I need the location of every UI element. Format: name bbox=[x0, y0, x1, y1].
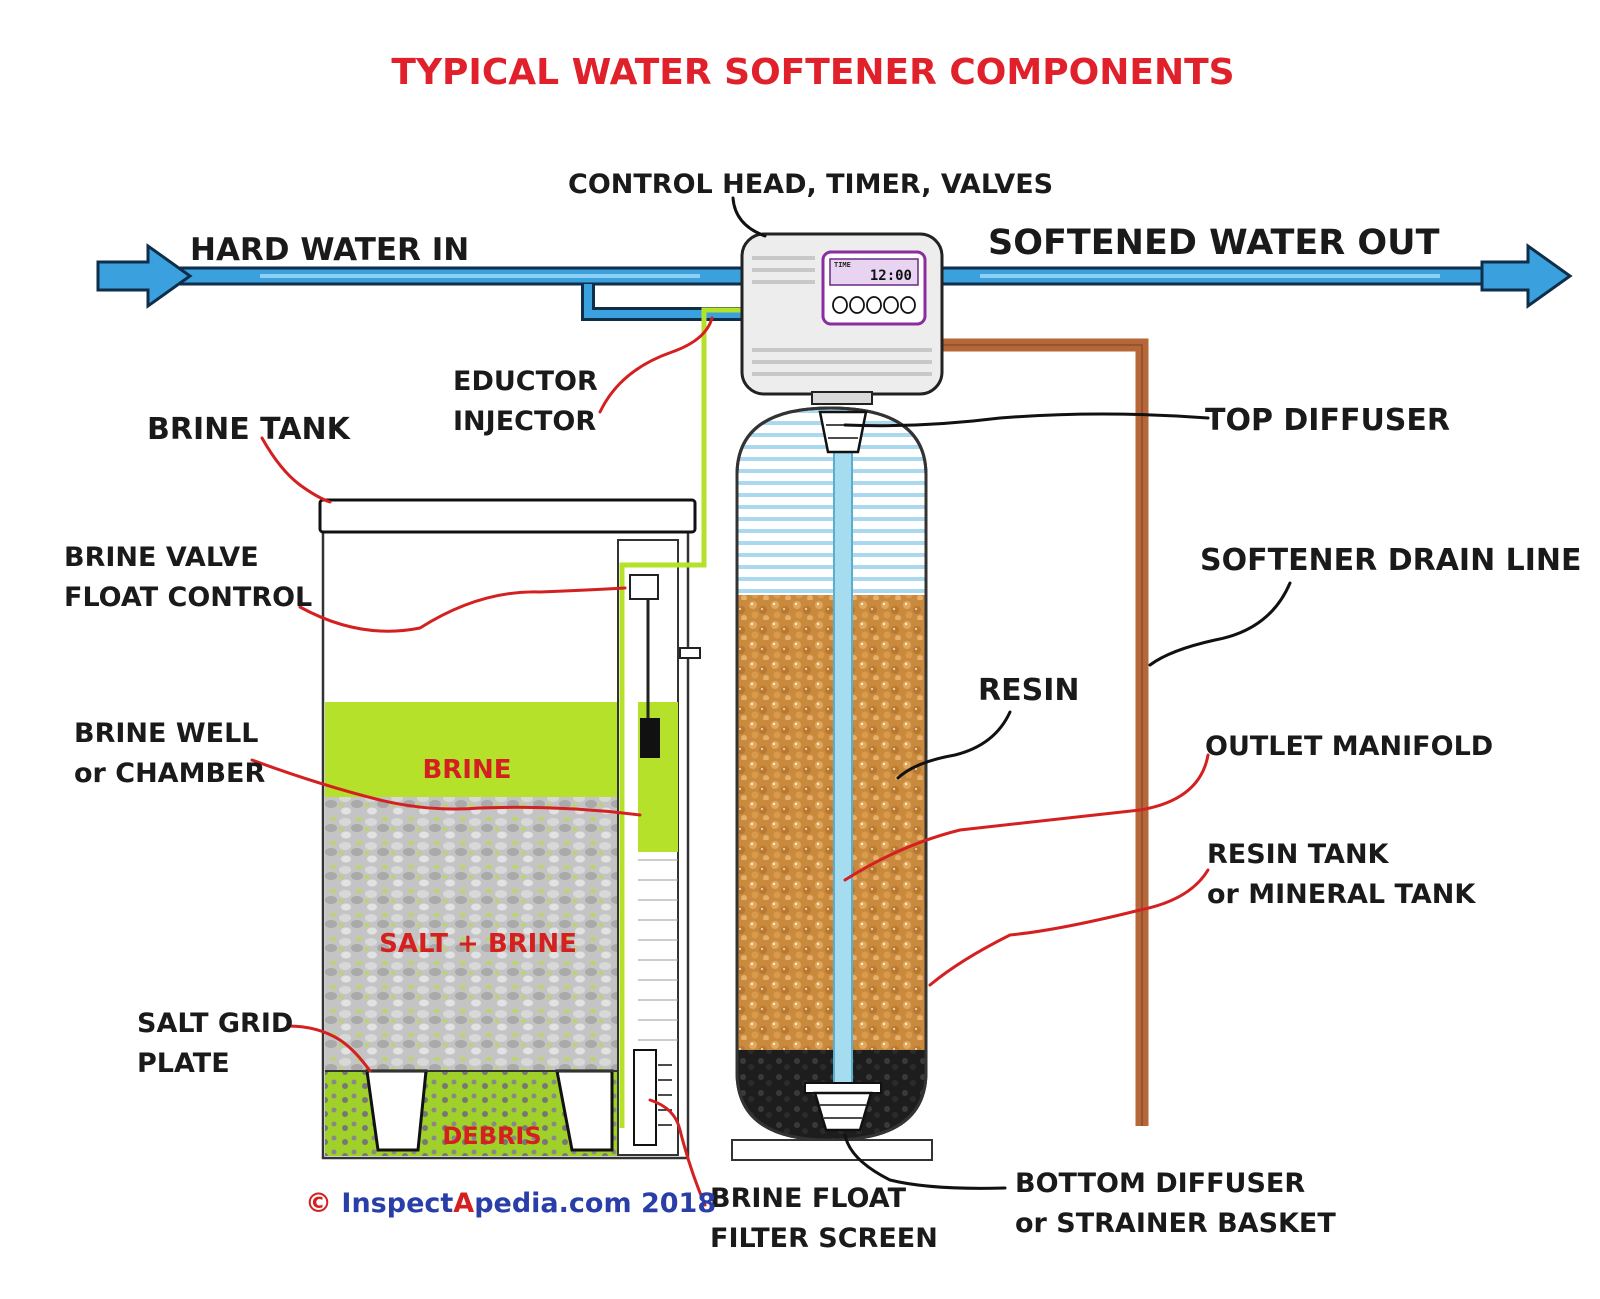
control-head: TIME 12:00 bbox=[740, 232, 944, 405]
label-bottom-diffuser-2: or STRAINER BASKET bbox=[1015, 1208, 1336, 1239]
diagram-title: TYPICAL WATER SOFTENER COMPONENTS bbox=[391, 52, 1234, 93]
label-outlet-manifold: OUTLET MANIFOLD bbox=[1205, 731, 1493, 762]
label-salt-grid-2: PLATE bbox=[137, 1048, 230, 1079]
outlet-manifold-tube bbox=[833, 414, 853, 1084]
filter-screen bbox=[633, 1049, 657, 1146]
leader-brine-tank bbox=[260, 436, 332, 504]
label-bottom-diffuser-1: BOTTOM DIFFUSER bbox=[1015, 1168, 1305, 1199]
leader-outlet-manifold bbox=[843, 753, 1210, 882]
timer-caption: TIME bbox=[834, 261, 851, 269]
leader-top-diffuser bbox=[843, 412, 1210, 428]
label-hard-water-in: HARD WATER IN bbox=[190, 232, 469, 268]
label-brine-tank: BRINE TANK bbox=[147, 412, 352, 447]
softener-drain-line bbox=[940, 338, 1149, 1126]
inlet-arrow-icon bbox=[96, 243, 193, 309]
label-drain-line: SOFTENER DRAIN LINE bbox=[1200, 543, 1582, 578]
timer-button[interactable] bbox=[883, 296, 899, 314]
label-resin: RESIN bbox=[978, 673, 1079, 708]
salt-grid-leg bbox=[365, 1069, 428, 1152]
top-diffuser bbox=[818, 410, 868, 454]
debris-label: DEBRIS bbox=[442, 1122, 541, 1150]
copyright-notice: © InspectApedia.com 2018 bbox=[305, 1188, 716, 1219]
label-brine-well-1: BRINE WELL bbox=[74, 718, 259, 749]
brine-float bbox=[640, 718, 660, 758]
label-salt-grid-1: SALT GRID bbox=[137, 1008, 293, 1039]
brine-line bbox=[619, 307, 742, 1128]
salt-layer bbox=[325, 797, 618, 1071]
timer-readout: 12:00 bbox=[870, 268, 912, 284]
leader-eductor bbox=[598, 316, 714, 414]
float-control-valve bbox=[629, 574, 659, 600]
brine-tank-lid bbox=[318, 498, 697, 534]
resin-bed bbox=[737, 595, 926, 1050]
label-control-head: CONTROL HEAD, TIMER, VALVES bbox=[568, 169, 1053, 200]
timer-button[interactable] bbox=[900, 296, 916, 314]
salt-brine-label: SALT + BRINE bbox=[379, 929, 577, 959]
resin-tank bbox=[731, 406, 933, 1161]
bottom-diffuser bbox=[813, 1091, 873, 1132]
label-float-screen-1: BRINE FLOAT bbox=[710, 1183, 907, 1214]
label-resin-tank-2: or MINERAL TANK bbox=[1207, 879, 1476, 910]
leader-brine-well bbox=[250, 758, 642, 817]
leader-resin-tank bbox=[928, 868, 1210, 987]
label-eductor-1: EDUCTOR bbox=[453, 366, 598, 397]
label-eductor-2: INJECTOR bbox=[453, 406, 596, 437]
brine-tank bbox=[318, 498, 701, 1160]
timer-button[interactable] bbox=[866, 296, 882, 314]
leader-bottom-diffuser bbox=[843, 1133, 1007, 1190]
timer-button[interactable] bbox=[849, 296, 865, 314]
label-brine-valve-2: FLOAT CONTROL bbox=[64, 582, 312, 613]
label-softened-water-out: SOFTENED WATER OUT bbox=[988, 223, 1440, 263]
leader-brine-valve bbox=[298, 586, 627, 633]
leader-control-head bbox=[731, 196, 767, 238]
label-resin-tank-1: RESIN TANK bbox=[1207, 839, 1390, 870]
outlet-arrow-icon bbox=[1480, 243, 1573, 309]
leader-resin bbox=[896, 710, 1012, 780]
leader-salt-grid bbox=[286, 1024, 372, 1073]
leader-drain-line bbox=[1148, 581, 1292, 667]
leader-float-screen bbox=[648, 1098, 707, 1207]
timer-display bbox=[829, 258, 919, 286]
label-top-diffuser: TOP DIFFUSER bbox=[1205, 403, 1450, 438]
timer-button[interactable] bbox=[832, 296, 848, 314]
softened-water-outlet-pipe bbox=[940, 243, 1573, 309]
brine-layer-label: BRINE bbox=[422, 755, 511, 785]
brine-layer bbox=[325, 702, 618, 797]
label-brine-well-2: or CHAMBER bbox=[74, 758, 265, 789]
label-float-screen-2: FILTER SCREEN bbox=[710, 1223, 938, 1254]
label-brine-valve-1: BRINE VALVE bbox=[64, 542, 259, 573]
